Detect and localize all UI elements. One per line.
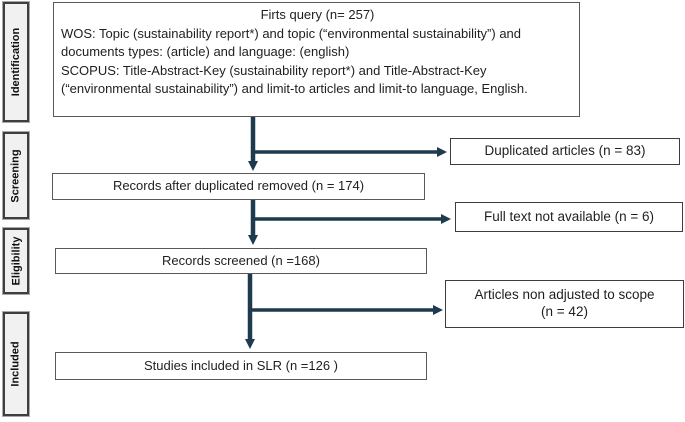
query-scopus-criteria: SCOPUS: Title-Abstract-Key (sustainabili… — [61, 62, 528, 97]
stage-label-included: Included — [2, 311, 30, 417]
stage-label-text: Screening — [10, 148, 22, 203]
studies-included-box: Studies included in SLR (n =126 ) — [55, 352, 427, 380]
stage-label-text: Eligibility — [10, 236, 22, 286]
records-after-duplicates-box: Records after duplicated removed (n = 17… — [52, 173, 425, 200]
stage-label-screening: Screening — [2, 131, 30, 220]
query-title: Firts query (n= 257) — [260, 7, 375, 22]
full-text-not-available-box: Full text not available (n = 6) — [455, 202, 683, 232]
records-screened-box: Records screened (n =168) — [55, 248, 427, 274]
articles-non-adjusted-box: Articles non adjusted to scope (n = 42) — [445, 280, 684, 328]
stage-label-eligibility: Eligibility — [2, 227, 30, 295]
query-wos-criteria: WOS: Topic (sustainability report*) and … — [61, 25, 522, 60]
stage-label-text: Identification — [10, 27, 23, 97]
duplicated-articles-box: Duplicated articles (n = 83) — [450, 138, 680, 165]
first-query-box: Firts query (n= 257) WOS: Topic (sustain… — [53, 2, 580, 117]
stage-label-identification: Identification — [2, 1, 30, 123]
stage-label-text: Included — [10, 341, 23, 387]
